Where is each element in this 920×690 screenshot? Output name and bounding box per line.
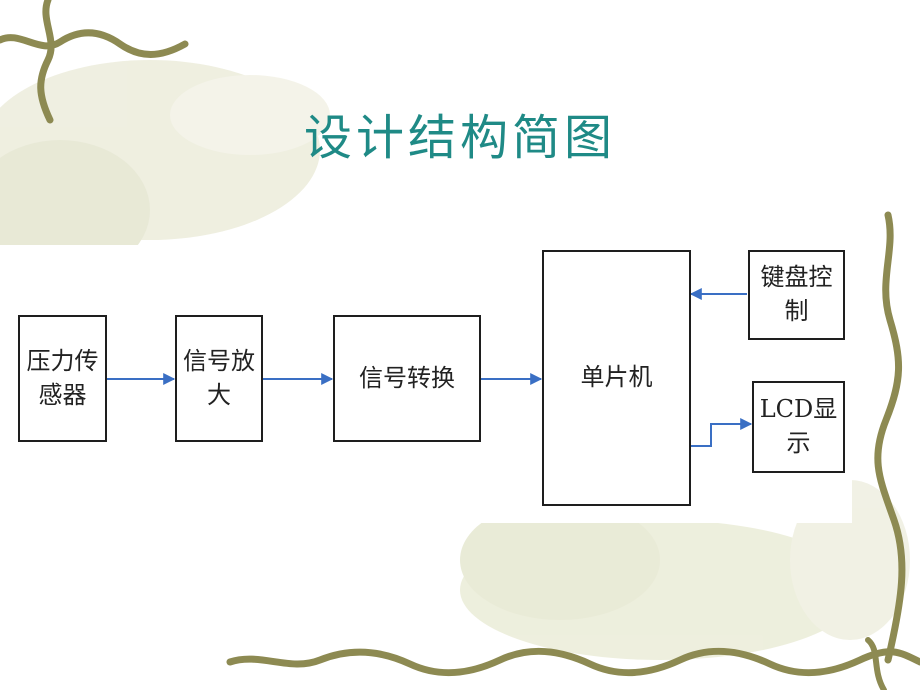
vine [37, 0, 55, 124]
vine [226, 647, 920, 677]
pressure-sensor-block: 压力传 感器 [18, 315, 107, 442]
vine [865, 637, 887, 690]
block-label: 信号转换 [359, 363, 455, 392]
block-label: 制 [784, 297, 809, 325]
lcd-display-block: LCD显 示 [752, 381, 845, 473]
block-label: 键盘控 [760, 263, 833, 292]
arrow-mcu-to-lcd [690, 418, 753, 447]
slide-title: 设计结构简图 [303, 110, 616, 166]
mcu-block: 单片机 [542, 250, 691, 506]
converter-block: 信号转换 [333, 315, 481, 442]
amplifier-block: 信号放 大 [175, 315, 263, 442]
block-label: LCD显 [759, 395, 838, 424]
flower-blot [460, 500, 660, 620]
block-label: 大 [207, 380, 231, 409]
block-label: 感器 [38, 380, 87, 409]
flower-blot [0, 140, 150, 280]
block-label: 压力传 [26, 346, 99, 375]
vine [0, 29, 189, 58]
vine [874, 211, 906, 664]
flower-blot [170, 75, 330, 155]
keyboard-block: 键盘控 制 [748, 250, 845, 340]
block-label: 单片机 [580, 363, 653, 392]
block-label: 示 [786, 429, 811, 457]
block-label: 信号放 [183, 346, 255, 375]
